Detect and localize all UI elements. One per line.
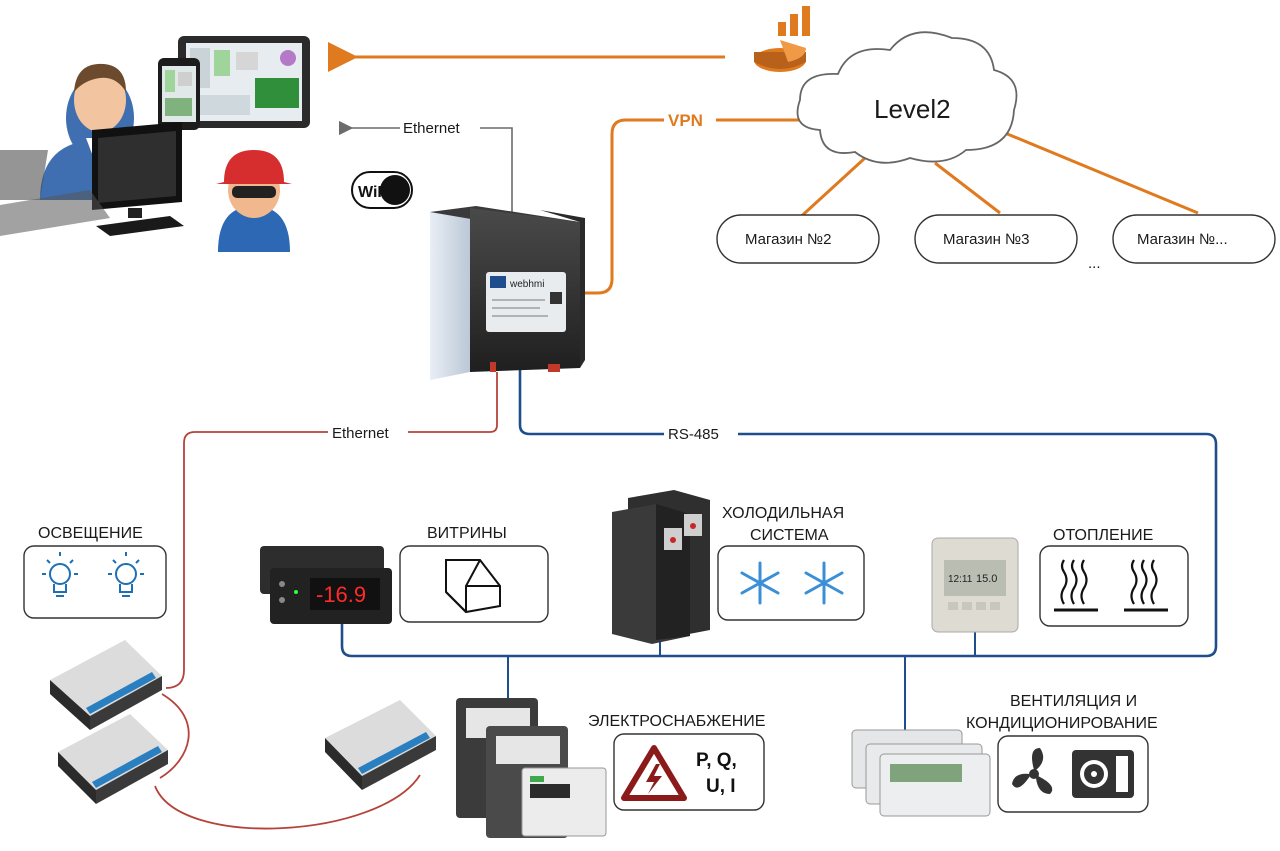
refrigeration-title-1: ХОЛОДИЛЬНАЯ bbox=[722, 505, 844, 522]
stores-ellipsis: ... bbox=[1088, 255, 1101, 272]
wifi-text: WiFi bbox=[358, 184, 392, 201]
cloud-store3-line bbox=[934, 161, 1001, 215]
showcases-title: ВИТРИНЫ bbox=[427, 525, 507, 542]
vpn-line bbox=[580, 118, 810, 295]
high-voltage-icon bbox=[621, 745, 687, 801]
wifi-logo: WiFi bbox=[351, 171, 413, 209]
io-link-1 bbox=[159, 693, 190, 779]
device-brand: webhmi bbox=[509, 279, 544, 290]
power-box: P, Q, U, I bbox=[613, 733, 765, 811]
webhmi-device: webhmi bbox=[430, 206, 585, 380]
ventilation-controller bbox=[851, 729, 991, 817]
store-n-label: Магазин №... bbox=[1137, 231, 1228, 248]
snowflake-icon bbox=[804, 561, 844, 605]
heat-icon bbox=[1124, 559, 1168, 612]
air-conditioner-icon bbox=[1072, 750, 1134, 798]
store-3: Магазин №3 bbox=[914, 214, 1078, 264]
snowflake-icon bbox=[740, 561, 780, 605]
store-2-label: Магазин №2 bbox=[745, 231, 831, 248]
store-2: Магазин №2 bbox=[716, 214, 880, 264]
cloud-label: Level2 bbox=[874, 94, 951, 124]
heat-icon bbox=[1054, 559, 1098, 612]
io-link-2 bbox=[154, 774, 421, 830]
io-module bbox=[325, 700, 436, 790]
level2-cloud: Level2 bbox=[796, 31, 1018, 164]
thermostat-time: 12:11 bbox=[948, 574, 973, 585]
fan-icon bbox=[1012, 748, 1053, 794]
store-n: Магазин №... bbox=[1112, 214, 1276, 264]
heating-title: ОТОПЛЕНИЕ bbox=[1053, 527, 1153, 544]
rs485-bus bbox=[340, 368, 1218, 658]
lighting-box bbox=[23, 545, 167, 619]
rs485-label: RS-485 bbox=[668, 426, 719, 443]
phone-image bbox=[158, 58, 200, 130]
bulb-icon bbox=[42, 552, 78, 597]
ventilation-box bbox=[997, 735, 1149, 813]
room-thermostat: 12:11 15.0 bbox=[931, 537, 1019, 633]
power-params-2: U, I bbox=[706, 776, 736, 797]
heating-box bbox=[1039, 545, 1189, 627]
power-title: ЭЛЕКТРОСНАБЖЕНИЕ bbox=[588, 713, 765, 730]
refrigeration-title-2: СИСТЕМА bbox=[750, 527, 829, 544]
frequency-drive bbox=[612, 490, 710, 644]
engineer-icon bbox=[216, 150, 292, 252]
ethernet-bottom-line bbox=[165, 372, 498, 689]
bulb-icon bbox=[108, 552, 144, 597]
energy-meter bbox=[521, 767, 607, 837]
refrigeration-box bbox=[717, 545, 865, 621]
analytics-chart-icon bbox=[754, 6, 810, 72]
ventilation-title-2: КОНДИЦИОНИРОВАНИЕ bbox=[966, 715, 1158, 732]
cloud-storeN-line bbox=[1004, 131, 1199, 215]
ventilation-title-1: ВЕНТИЛЯЦИЯ И bbox=[1010, 693, 1137, 710]
monitor-icon bbox=[0, 122, 184, 236]
io-module bbox=[50, 640, 162, 730]
thermostat-temp: 15.0 bbox=[976, 573, 997, 585]
ethernet-bottom-label: Ethernet bbox=[332, 425, 390, 442]
power-params-1: P, Q, bbox=[696, 750, 737, 771]
temperature-controller: -16.9 bbox=[260, 546, 392, 624]
store-3-label: Магазин №3 bbox=[943, 231, 1029, 248]
cloud-store2-line bbox=[793, 156, 867, 224]
vpn-label: VPN bbox=[668, 111, 703, 130]
io-module bbox=[58, 714, 168, 804]
lighting-title: ОСВЕЩЕНИЕ bbox=[38, 525, 143, 542]
ethernet-top-label: Ethernet bbox=[403, 120, 461, 137]
showcase-icon bbox=[445, 559, 501, 614]
tablet-image bbox=[178, 36, 310, 128]
controller-display: -16.9 bbox=[316, 582, 366, 607]
showcases-box bbox=[399, 545, 549, 623]
